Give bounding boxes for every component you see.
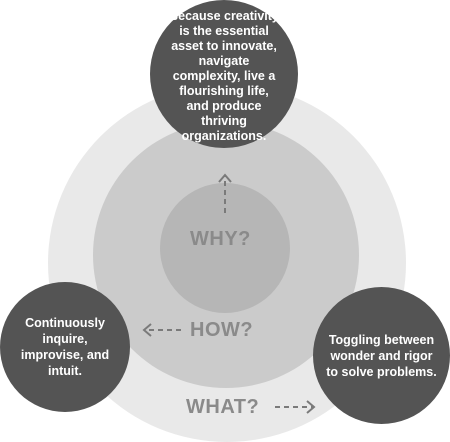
what-label: WHAT?	[186, 396, 260, 418]
why-arrowhead	[218, 173, 232, 183]
why-bubble: Because creativity is the essential asse…	[150, 0, 298, 148]
why-core	[160, 183, 290, 313]
how-label: HOW?	[190, 319, 254, 341]
how-text: Continuously inquire, improvise, and int…	[20, 316, 110, 378]
why-label: WHY?	[190, 228, 251, 250]
why-text: Because creativity is the essential asse…	[169, 8, 279, 143]
what-arrowhead	[306, 400, 316, 414]
how-bubble: Continuously inquire, improvise, and int…	[0, 282, 130, 412]
what-text: Toggling between wonder and rigor to sol…	[326, 332, 437, 379]
what-bubble: Toggling between wonder and rigor to sol…	[313, 287, 450, 424]
how-arrowhead	[142, 323, 152, 337]
